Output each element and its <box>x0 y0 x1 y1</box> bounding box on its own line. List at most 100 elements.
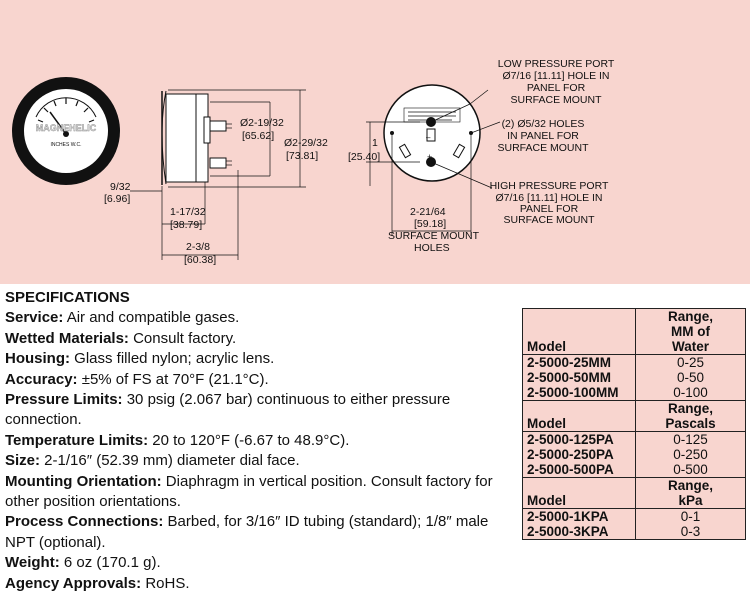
model-cell: 2-5000-50MM <box>522 370 636 385</box>
high-callout-1: HIGH PRESSURE PORT <box>490 180 609 192</box>
range-header-line: Pascals <box>665 416 716 431</box>
dim-d5-a: 2-3/8 <box>186 241 210 253</box>
spec-label: Agency Approvals: <box>5 574 142 592</box>
range-header-line: kPa <box>678 493 703 508</box>
range-cell: 0-3 <box>635 524 746 540</box>
spec-label: Weight: <box>5 554 60 572</box>
dim-d7-a: 2-21/64 <box>410 206 446 218</box>
model-column-header: Model <box>522 400 636 432</box>
model-cell: 2-5000-25MM <box>522 354 636 370</box>
high-callout-2: Ø7/16 [11.11] HOLE IN <box>496 192 603 204</box>
dim-d6-b: [25.40] <box>348 151 380 163</box>
high-port-sign: + <box>427 152 432 162</box>
range-column-header: Range,Pascals <box>635 400 746 432</box>
specifications-title: SPECIFICATIONS <box>5 289 130 306</box>
spec-label: Wetted Materials: <box>5 329 129 347</box>
spec-value: 30 psig (2.067 bar) continuous to either… <box>5 391 451 429</box>
spec-value: Diaphragm in vertical position. Consult … <box>5 472 493 511</box>
spec-item: Housing: Glass filled nylon; acrylic len… <box>5 349 510 369</box>
spec-value: ±5% of FS at 70°F (21.1°C). <box>77 370 269 388</box>
specifications-section: SPECIFICATIONS Service: Air and compatib… <box>5 288 510 594</box>
dim-d1-a: Ø2-19/32 <box>240 117 284 129</box>
dim-d5-b: [60.38] <box>184 254 216 266</box>
spec-label: Process Connections: <box>5 513 164 531</box>
low-callout-3: PANEL FOR <box>527 82 586 94</box>
range-header-line: Range, <box>667 478 713 493</box>
dim-d3-a: 9/32 <box>110 181 131 193</box>
dim-d4-a: 1-17/32 <box>170 206 206 218</box>
spec-list: Service: Air and compatible gases.Wetted… <box>5 308 510 594</box>
range-cell: 0-1 <box>635 508 746 524</box>
spec-item: Mounting Orientation: Diaphragm in verti… <box>5 472 510 513</box>
dim-d2-a: Ø2-29/32 <box>284 137 328 149</box>
model-cell: 2-5000-500PA <box>522 462 636 478</box>
gauge-back-view: – + <box>366 84 501 236</box>
dim-d3-b: [6.96] <box>104 193 130 205</box>
spec-label: Service: <box>5 309 64 327</box>
spec-label: Size: <box>5 452 41 470</box>
front-logo: MAGNEHELIC <box>36 123 97 133</box>
dim-d6-a: 1 <box>372 137 378 149</box>
spec-label: Pressure Limits: <box>5 391 123 409</box>
model-cell: 2-5000-1KPA <box>522 508 636 524</box>
holes-callout-3: SURFACE MOUNT <box>497 142 589 154</box>
gauge-front-view: MAGNEHELIC INCHES W.C. <box>12 77 120 185</box>
range-header-line: MM of <box>671 324 710 339</box>
gauge-side-view <box>130 89 306 260</box>
range-cell: 0-500 <box>635 462 746 478</box>
spec-item: Pressure Limits: 30 psig (2.067 bar) con… <box>5 390 510 431</box>
dim-d7-c: SURFACE MOUNT <box>388 230 480 242</box>
low-callout-1: LOW PRESSURE PORT <box>498 58 615 70</box>
spec-value: 20 to 120°F (-6.67 to 48.9°C). <box>148 431 350 449</box>
range-header-line: Range, <box>667 309 713 324</box>
high-callout-3: PANEL FOR <box>520 203 579 215</box>
spec-item: Process Connections: Barbed, for 3/16″ I… <box>5 512 510 553</box>
dim-d1-b: [65.62] <box>242 130 274 142</box>
range-cell: 0-25 <box>635 354 746 370</box>
spec-item: Agency Approvals: RoHS. <box>5 574 510 594</box>
spec-item: Temperature Limits: 20 to 120°F (-6.67 t… <box>5 431 510 451</box>
spec-value: Consult factory. <box>128 329 237 347</box>
spec-value: 6 oz (170.1 g). <box>59 554 161 572</box>
low-port-sign: – <box>426 133 431 142</box>
dim-d7-d: HOLES <box>414 242 450 254</box>
high-callout-4: SURFACE MOUNT <box>503 214 595 226</box>
low-callout-2: Ø7/16 [11.11] HOLE IN <box>503 70 610 82</box>
range-header-line: Water <box>671 339 709 354</box>
model-column-header: Model <box>522 477 636 509</box>
spec-label: Housing: <box>5 350 70 368</box>
spec-item: Size: 2-1/16″ (52.39 mm) diameter dial f… <box>5 451 510 471</box>
dim-d4-b: [38.79] <box>170 219 202 231</box>
range-column-header: Range,kPa <box>635 477 746 509</box>
model-cell: 2-5000-3KPA <box>522 524 636 540</box>
holes-callout-2: IN PANEL FOR <box>507 130 579 142</box>
spec-item: Wetted Materials: Consult factory. <box>5 329 510 349</box>
holes-callout-1: (2) Ø5/32 HOLES <box>502 118 585 130</box>
model-cell: 2-5000-250PA <box>522 447 636 462</box>
spec-label: Mounting Orientation: <box>5 472 162 490</box>
spec-value: RoHS. <box>141 574 190 592</box>
model-cell: 2-5000-125PA <box>522 431 636 447</box>
model-column-header: Model <box>522 308 636 355</box>
range-cell: 0-250 <box>635 447 746 462</box>
spec-label: Temperature Limits: <box>5 431 149 449</box>
dim-d7-b: [59.18] <box>414 218 446 230</box>
spec-item: Weight: 6 oz (170.1 g). <box>5 553 510 573</box>
range-header-line: Range, <box>667 401 713 416</box>
spec-value: 2-1/16″ (52.39 mm) diameter dial face. <box>40 452 300 470</box>
spec-label: Accuracy: <box>5 370 78 388</box>
range-cell: 0-50 <box>635 370 746 385</box>
front-dial-text: INCHES W.C. <box>50 142 81 148</box>
spec-item: Accuracy: ±5% of FS at 70°F (21.1°C). <box>5 370 510 390</box>
